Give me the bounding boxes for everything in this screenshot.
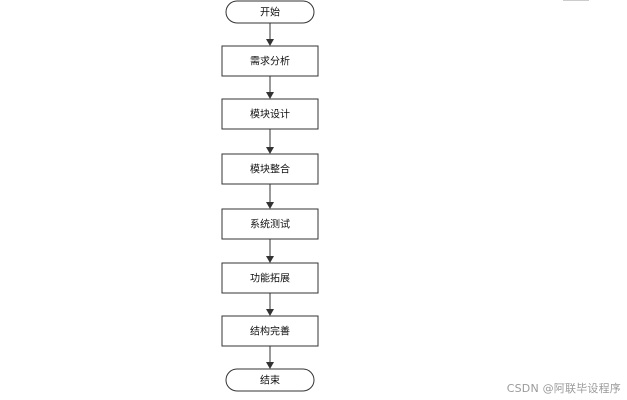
node-feature-extension-label: 功能拓展	[250, 272, 290, 285]
node-module-design-shape	[221, 98, 319, 130]
node-structure-refine: 结构完善	[221, 315, 319, 347]
node-system-test-label: 系统测试	[250, 218, 290, 231]
node-end: 结束	[225, 368, 315, 392]
node-requirements-label: 需求分析	[250, 55, 290, 68]
node-structure-refine-label: 结构完善	[250, 325, 290, 338]
node-start: 开始	[225, 0, 315, 24]
node-requirements-shape	[221, 45, 319, 77]
node-module-integration-shape	[221, 153, 319, 185]
node-system-test-shape	[221, 208, 319, 240]
node-module-design-label: 模块设计	[250, 108, 290, 121]
node-module-design: 模块设计	[221, 98, 319, 130]
node-system-test: 系统测试	[221, 208, 319, 240]
node-feature-extension-shape	[221, 262, 319, 294]
node-end-shape	[225, 368, 315, 392]
top-right-rule	[563, 0, 589, 1]
node-module-integration: 模块整合	[221, 153, 319, 185]
node-structure-refine-shape	[221, 315, 319, 347]
node-start-shape	[225, 0, 315, 24]
csdn-watermark: CSDN @阿联毕设程序	[506, 382, 621, 395]
node-requirements: 需求分析	[221, 45, 319, 77]
node-end-label: 结束	[260, 374, 280, 387]
node-module-integration-label: 模块整合	[250, 163, 290, 176]
node-feature-extension: 功能拓展	[221, 262, 319, 294]
node-start-label: 开始	[260, 6, 280, 19]
